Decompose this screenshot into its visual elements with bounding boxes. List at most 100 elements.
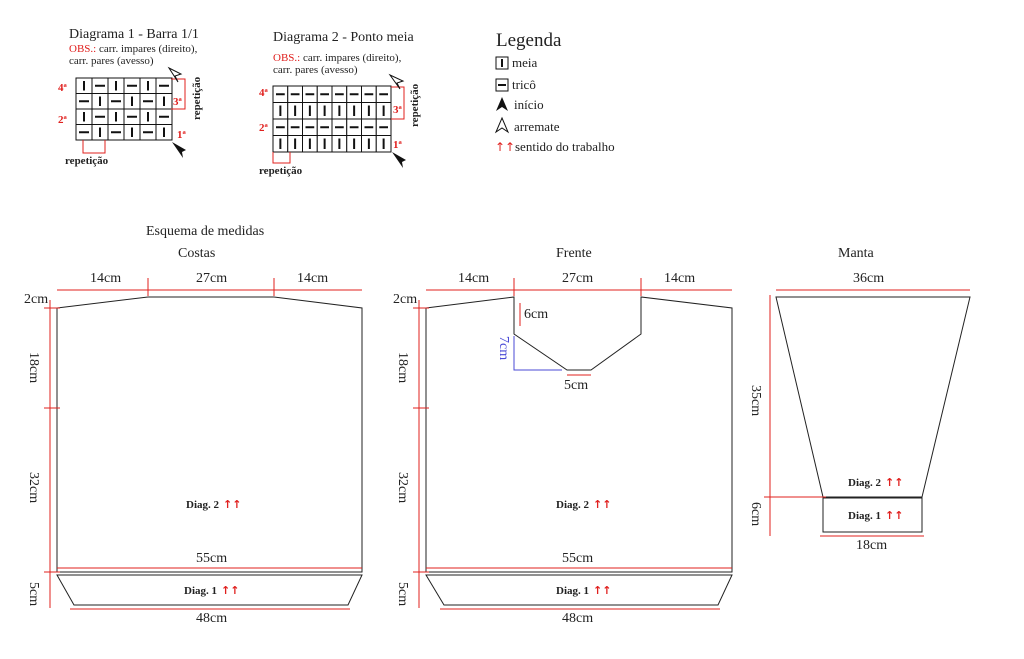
stitch-cell-trico [361,85,377,103]
diagram-2-row-3-label: 3ª [393,104,403,116]
diagram-2-bottom-repeat-bracket [272,152,291,164]
direction-arrows-icon: ↑↑ [495,140,515,154]
costas-panel: Costas 14cm 27cm 14cm 2cm 18cm 32cm 5cm … [24,246,363,626]
costas-top-left-measure: 14cm [90,271,121,286]
stitch-cell-meia [302,135,318,153]
costas-ribbing-measure: 5cm [26,582,41,606]
diagram-1-row-3-label: 3ª [173,96,183,108]
stitch-cell-meia [287,135,303,153]
stitch-cell-meia [331,135,348,153]
costas-shoulder-measure: 2cm [24,292,48,307]
stitch-cell-meia [155,93,173,110]
stitch-cell-trico [316,85,333,103]
stitch-cell-meia [123,93,141,110]
diagram-2-row-4-label: 4ª [259,87,269,99]
frente-width-measure: 55cm [562,551,593,566]
costas-title: Costas [178,246,215,261]
costas-top-right-measure: 14cm [297,271,328,286]
diagram-2-stitch-grid [272,85,392,153]
stitch-cell-trico [302,85,318,103]
stitch-cell-trico [123,77,141,94]
frente-top-left-measure: 14cm [458,271,489,286]
diagram-1-title: Diagrama 1 - Barra 1/1 [69,27,199,42]
frente-upper-measure: 18cm [395,352,410,383]
diagram-2-row-1-label: 1ª [393,139,403,151]
diagram-2-obs-line2: carr. pares (avesso) [273,64,358,76]
costas-width-measure: 55cm [196,551,227,566]
legend-label-meia: meia [512,55,537,70]
stitch-cell-trico [331,118,348,136]
stitch-cell-trico [91,77,109,94]
frente-ribbing-measure: 5cm [395,582,410,606]
stitch-cell-meia [139,77,157,94]
stitch-cell-meia [375,135,392,153]
costas-body-outline [56,296,363,573]
stitch-cell-trico [75,93,93,110]
frente-diag-2-label: Diag. 2↑↑ [556,498,611,511]
start-arrow-icon [496,97,508,111]
costas-ribbing-outline [56,574,363,606]
legend-label-sentido: sentido do trabalho [515,139,615,154]
costas-lower-measure: 32cm [26,472,41,503]
diagram-2-side-repeat-label: repetição [409,83,421,127]
frente-neck-depth-measure: 6cm [524,307,548,322]
diagram-2-bottom-repeat-label: repetição [259,165,303,177]
stitch-cell-meia [361,135,377,153]
legend: Legenda meia tricô início arremate ↑↑ se… [494,30,615,154]
stitch-cell-trico [272,85,289,103]
costas-top-mid-measure: 27cm [196,271,227,286]
stitch-cell-meia [91,93,109,110]
measurements-heading: Esquema de medidas [146,224,264,239]
finish-arrow-icon [494,116,510,134]
manta-title: Manta [838,246,875,261]
diagram-1-obs-line1: OBS.: carr. impares (direito), [69,43,198,55]
manta-top-measure: 36cm [853,271,884,286]
stitch-cell-meia [75,108,93,125]
stitch-cell-meia [346,102,362,120]
stitch-cell-meia [91,124,109,141]
frente-neck-side-line [513,336,562,371]
diagram-1-bottom-repeat-label: repetição [65,155,109,167]
diagram-1-side-repeat-label: repetição [191,76,203,120]
stitch-cell-trico [287,118,303,136]
frente-lower-measure: 32cm [395,472,410,503]
stitch-cell-trico [375,118,392,136]
stitch-cell-trico [302,118,318,136]
stitch-cell-trico [331,85,348,103]
diagram-2-title: Diagrama 2 - Ponto meia [273,30,415,45]
diagram-2-row-2-label: 2ª [259,122,269,134]
stitch-cell-meia [287,102,303,120]
stitch-cell-trico [123,108,141,125]
diagram-1-obs-line2: carr. pares (avesso) [69,55,154,67]
frente-title: Frente [556,246,592,261]
stitch-cell-meia [107,77,125,94]
frente-body-outline [425,296,733,573]
frente-top-mid-measure: 27cm [562,271,593,286]
legend-label-inicio: início [514,97,544,112]
costas-upper-measure: 18cm [26,352,41,383]
stitch-cell-meia [316,102,333,120]
stitch-cell-trico [375,85,392,103]
stitch-cell-trico [346,118,362,136]
diagram-1-start-arrow-icon [172,142,186,158]
frente-ribbing-outline [425,574,733,606]
diagram-2-start-arrow-icon [392,152,406,168]
costas-diag-2-label: Diag. 2↑↑ [186,498,241,511]
manta-body-outline [775,296,971,498]
stitch-cell-meia [123,124,141,141]
frente-shoulder-measure: 2cm [393,292,417,307]
stitch-cell-trico [155,108,173,125]
stitch-cell-trico [361,118,377,136]
stitch-cell-meia [272,102,289,120]
stitch-cell-meia [272,135,289,153]
manta-bottom-measure: 18cm [856,538,887,553]
legend-title: Legenda [496,30,562,51]
legend-label-trico: tricô [512,77,536,92]
legend-label-arremate: arremate [514,119,560,134]
stitch-cell-meia [107,108,125,125]
frente-panel: Frente 14cm 27cm 14cm 6cm 7cm 5cm 2cm 18… [393,246,733,626]
diagram-2: Diagrama 2 - Ponto meia OBS.: carr. impa… [259,30,421,177]
stitch-cell-meia [361,102,377,120]
stitch-cell-trico [107,124,125,141]
